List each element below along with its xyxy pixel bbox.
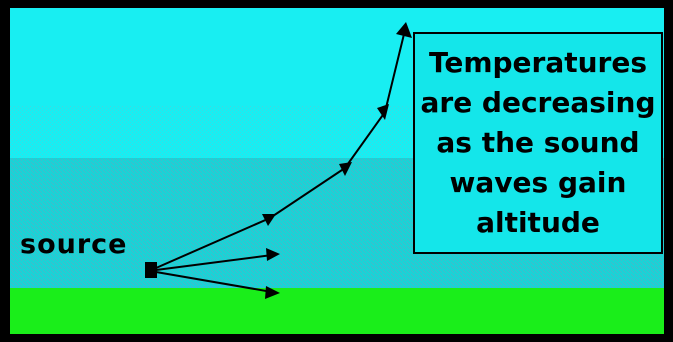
source-label: source (20, 229, 127, 260)
annotation-box: Temperatures are decreasing as the sound… (413, 32, 663, 254)
annotation-line: waves gain (450, 163, 627, 203)
square-speaker-icon (145, 262, 157, 278)
annotation-line: Temperatures (429, 43, 647, 83)
annotation-line: are decreasing (420, 83, 655, 123)
ground-layer (10, 288, 665, 335)
annotation-line: altitude (476, 203, 600, 243)
annotation-line: as the sound (436, 123, 639, 163)
